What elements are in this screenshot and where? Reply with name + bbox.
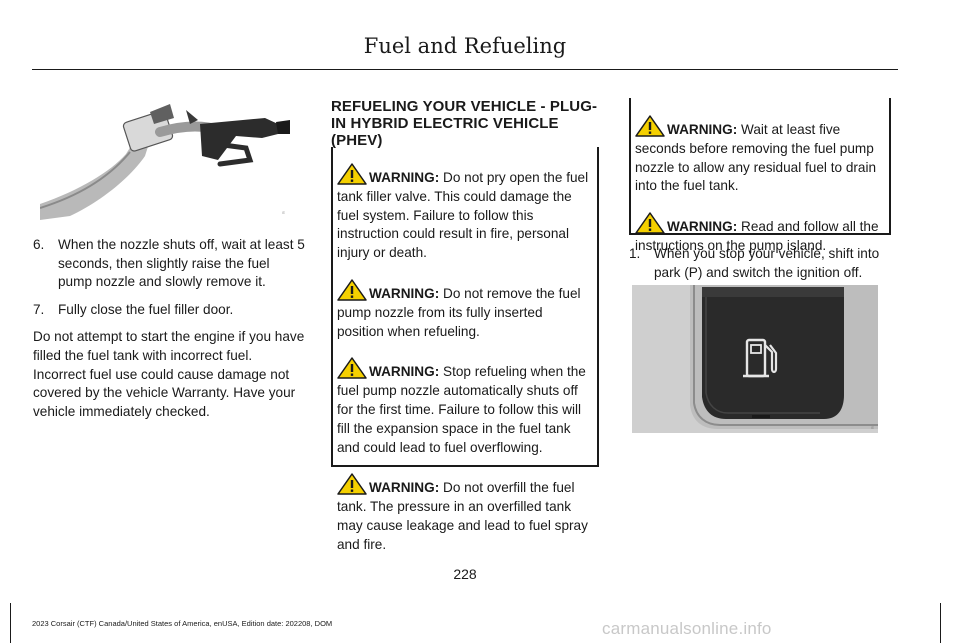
warning-text: Read and follow all the instructions on … (635, 219, 879, 253)
warning-triangle-icon (635, 115, 665, 137)
warning-pry-valve: WARNING: Do not pry open the fuel tank f… (337, 163, 593, 263)
step-1: 1. When you stop your vehicle, shift int… (629, 245, 891, 282)
warning-triangle-icon (337, 473, 367, 496)
warning-triangle-icon (337, 357, 367, 380)
warning-label: WARNING: (369, 285, 440, 301)
crop-mark-left (10, 603, 11, 643)
step-text: When the nozzle shuts off, wait at least… (58, 237, 305, 290)
right-column-text: 1. When you stop your vehicle, shift int… (629, 245, 891, 291)
warning-stop-refueling: WARNING: Stop refueling when the fuel pu… (337, 357, 593, 457)
step-6: 6. When the nozzle shuts off, wait at le… (33, 236, 305, 292)
warning-text: Wait at least five seconds before removi… (635, 122, 877, 194)
figure-code: E (282, 210, 285, 215)
figure-code: E (871, 425, 874, 430)
warning-text: Do not pry open the fuel tank filler val… (337, 170, 589, 261)
incorrect-fuel-paragraph: Do not attempt to start the engine if yo… (33, 329, 305, 419)
warning-wait-five-seconds: WARNING: Wait at least five seconds befo… (635, 115, 885, 196)
fuel-door-button-illustration: E (632, 285, 878, 433)
page-header-title: Fuel and Refueling (363, 34, 567, 58)
middle-warning-block: WARNING: Do not pry open the fuel tank f… (331, 147, 599, 552)
warning-label: WARNING: (369, 170, 440, 185)
step-number: 6. (33, 237, 45, 252)
right-warning-block: WARNING: Wait at least five seconds befo… (629, 98, 891, 253)
section-heading: REFUELING YOUR VEHICLE - PLUG-IN HYBRID … (331, 98, 598, 149)
watermark: carmanualsonline.info (602, 619, 772, 638)
warning-overfill: WARNING: Do not overfill the fuel tank. … (337, 473, 593, 554)
warning-triangle-icon (337, 279, 367, 301)
warning-pump-instructions: WARNING: Read and follow all the instruc… (635, 212, 885, 256)
left-column-text: 6. When the nozzle shuts off, wait at le… (33, 236, 305, 421)
step-text: Fully close the fuel filler door. (58, 301, 234, 317)
header-divider (32, 69, 898, 70)
page-number: 228 (453, 566, 477, 582)
fuel-nozzle-illustration: E (39, 94, 290, 220)
warning-label: WARNING: (667, 122, 738, 137)
fuel-door-figure: E (632, 285, 878, 433)
warning-label: WARNING: (369, 364, 440, 380)
step-number: 7. (33, 301, 45, 317)
warning-label: WARNING: (369, 480, 440, 496)
warning-remove-nozzle: WARNING: Do not remove the fuel pump noz… (337, 279, 593, 341)
step-number: 1. (629, 246, 641, 261)
warning-text: Do not overfill the fuel tank. The press… (337, 480, 588, 552)
step-text: When you stop your vehicle, shift into p… (654, 246, 880, 280)
fuel-nozzle-figure: E (39, 94, 290, 220)
edition-footer: 2023 Corsair (CTF) Canada/United States … (32, 619, 333, 628)
crop-mark-right (940, 603, 941, 643)
warning-label: WARNING: (667, 219, 738, 235)
step-7: 7. Fully close the fuel filler door. (33, 301, 305, 320)
warning-text: Stop refueling when the fuel pump nozzle… (337, 364, 586, 455)
warning-triangle-icon (337, 163, 367, 185)
fuel-pump-icon (743, 338, 778, 378)
warning-text: Do not remove the fuel pump nozzle from … (337, 285, 581, 339)
warning-triangle-icon (635, 212, 665, 234)
